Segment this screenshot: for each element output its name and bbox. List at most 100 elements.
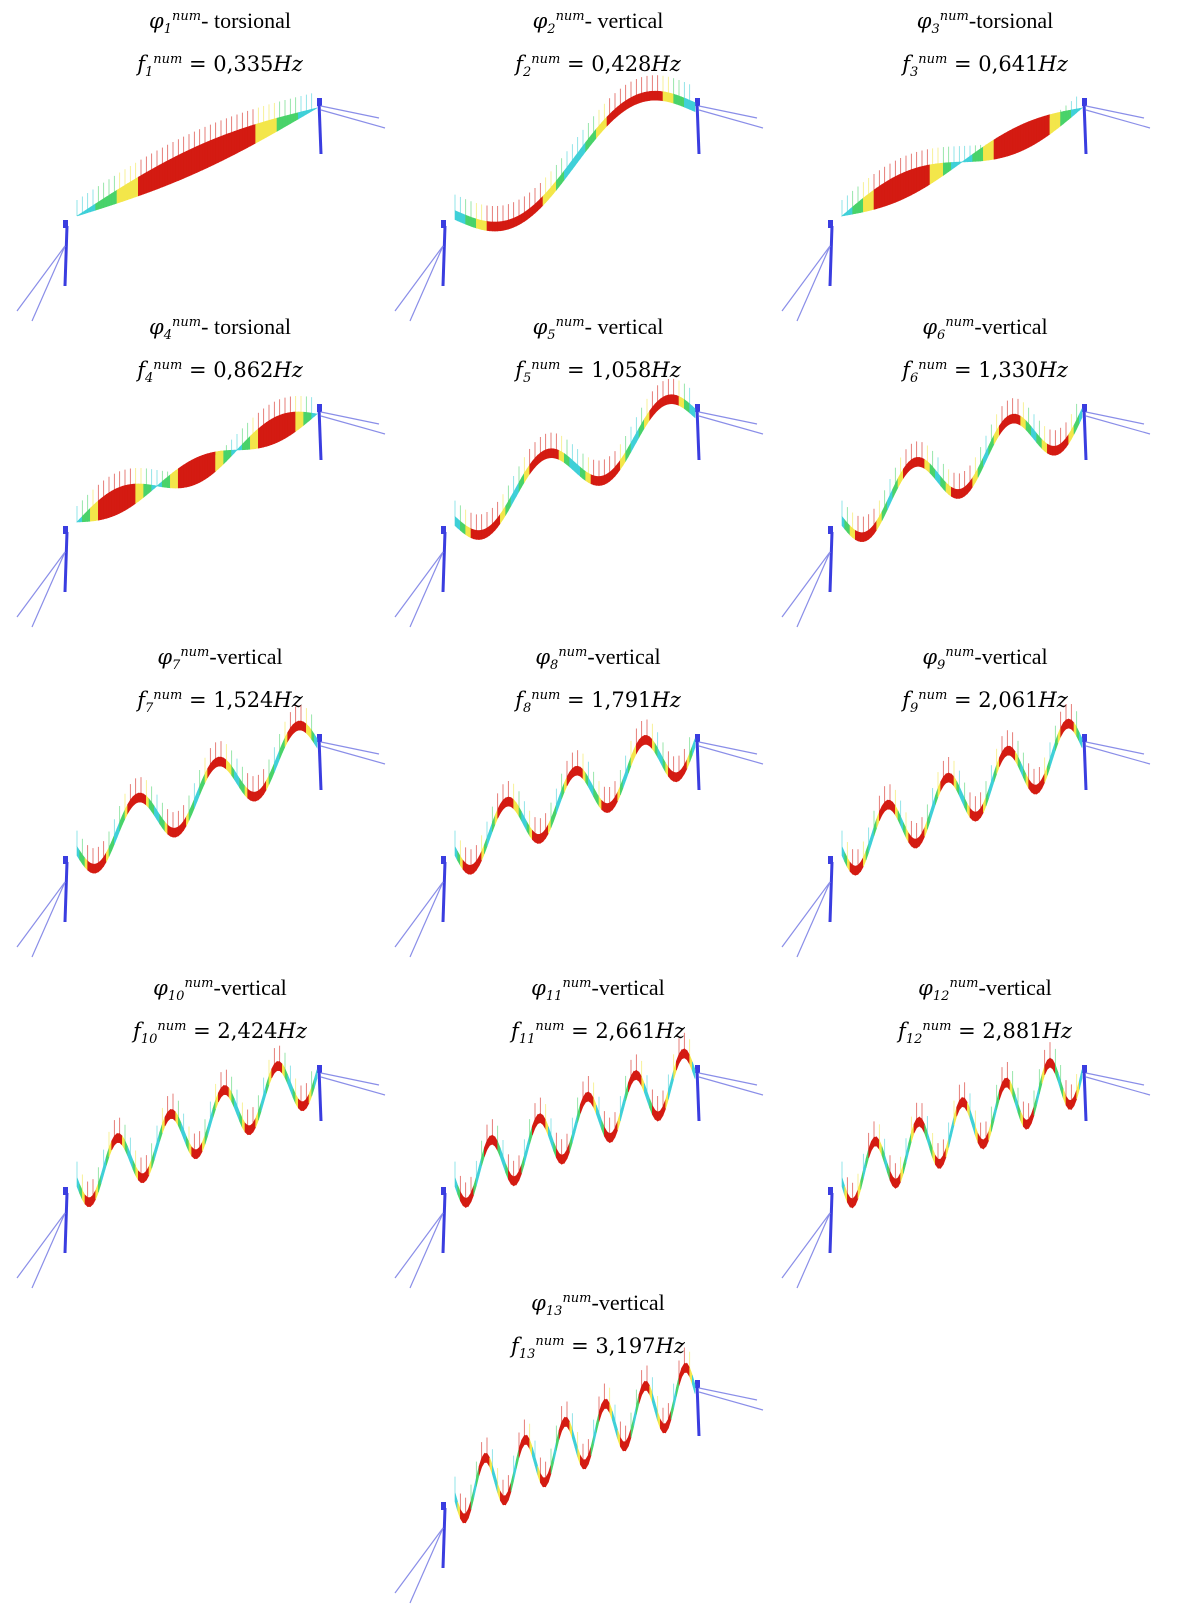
mode-symbol: φ13num: [531, 1291, 592, 1320]
deck-segment: [913, 838, 917, 849]
deck-segment: [566, 1142, 570, 1159]
mode-title: φ4num- torsional: [25, 314, 415, 343]
deck-segment: [505, 796, 509, 808]
deck-segment: [314, 107, 318, 111]
deck-segment: [300, 411, 304, 428]
deck-segment: [585, 1091, 589, 1103]
deck-segment: [660, 91, 664, 102]
right-backstay: [320, 105, 380, 119]
left-backstay: [31, 1212, 66, 1289]
deck-segment: [945, 772, 949, 784]
deck-segment: [983, 144, 987, 162]
deck-segment: [676, 94, 680, 106]
deck-segment: [308, 1087, 312, 1104]
deck-segment: [1017, 414, 1021, 426]
mode-type-label: -vertical: [209, 644, 283, 669]
deck-segment: [202, 773, 206, 789]
deck-segment: [993, 137, 997, 160]
deck-segment: [969, 153, 973, 162]
deck-segment: [295, 1093, 299, 1110]
deck-segment: [855, 530, 859, 542]
deck-segment: [913, 167, 917, 194]
deck-segment: [972, 810, 976, 822]
deck-segment: [614, 791, 618, 807]
deck-segment: [641, 734, 645, 747]
deck-segment: [983, 796, 987, 813]
left-tower: [441, 531, 447, 593]
deck-segment: [76, 1177, 80, 1194]
deck-segment: [532, 203, 536, 217]
deck-segment: [590, 474, 594, 486]
deck-segment: [454, 1492, 458, 1512]
left-backstay: [394, 881, 444, 948]
deck-segment: [526, 1135, 530, 1155]
left-tower: [63, 225, 69, 287]
deck-segment: [122, 184, 126, 202]
deck-segment: [881, 506, 885, 521]
deck-segment: [244, 438, 248, 450]
deck-segment: [239, 128, 243, 153]
deck-segment: [1001, 418, 1005, 432]
frequency-value: 2,061: [978, 688, 1039, 712]
deck-segment: [132, 483, 136, 506]
deck-segment: [127, 484, 131, 510]
deck-segment: [276, 1061, 280, 1071]
deck-segment: [558, 449, 562, 462]
deck-segment: [132, 793, 136, 807]
deck-segment: [143, 1170, 147, 1184]
deck-ribbon: [76, 93, 318, 217]
deck-segment: [935, 788, 939, 805]
deck-segment: [1073, 721, 1077, 738]
deck-segment: [983, 1136, 987, 1150]
deck-segment: [612, 796, 616, 811]
deck-segment: [460, 855, 464, 871]
mode-frequency: f13num = 3,197Hz: [511, 1334, 685, 1363]
deck-segment: [636, 1394, 640, 1415]
deck-segment: [903, 1154, 907, 1174]
deck-segment: [630, 750, 634, 766]
deck-segment: [470, 863, 474, 875]
deck-segment: [588, 472, 592, 485]
deck-segment: [614, 1121, 618, 1138]
deck-segment: [1031, 1106, 1035, 1124]
deck-segment: [484, 1453, 488, 1463]
deck-segment: [172, 827, 176, 838]
deck-segment: [652, 1393, 656, 1412]
deck-segment: [871, 1136, 875, 1152]
deck-segment: [79, 515, 83, 523]
mode-panel-13: φ13num-vertical f13num = 3,197Hz: [394, 1290, 793, 1604]
deck-segment: [897, 1172, 901, 1187]
deck-segment: [582, 1092, 586, 1108]
right-backstay: [320, 1072, 380, 1086]
deck-segment: [919, 166, 923, 192]
deck-segment: [614, 106, 618, 119]
deck-segment: [1071, 109, 1075, 118]
deck-segment: [274, 117, 278, 134]
deck-segment: [263, 120, 267, 140]
deck-segment: [598, 121, 602, 136]
deck-segment: [1068, 1099, 1072, 1110]
deck-segment: [1033, 429, 1037, 444]
deck-segment: [84, 208, 88, 214]
deck-segment: [686, 98, 690, 110]
deck-segment: [841, 1177, 845, 1196]
deck-segment: [969, 1109, 973, 1127]
deck-segment: [244, 126, 248, 150]
deck-segment: [596, 476, 600, 486]
deck-segment: [967, 480, 971, 495]
deck-segment: [465, 862, 469, 875]
deck-segment: [167, 824, 171, 837]
deck-segment: [847, 522, 851, 536]
deck-segment: [124, 183, 128, 201]
deck-segment: [1025, 420, 1029, 434]
deck-segment: [1060, 1080, 1064, 1099]
deck-ribbon: [841, 1042, 1083, 1209]
deck-segment: [943, 162, 947, 176]
deck-segment: [502, 1155, 506, 1173]
deck-segment: [159, 1123, 163, 1142]
deck-segment: [1031, 782, 1035, 795]
right-backstay: [1085, 109, 1151, 129]
deck-segment: [266, 775, 270, 790]
deck-segment: [558, 789, 562, 807]
deck-segment: [865, 193, 869, 212]
